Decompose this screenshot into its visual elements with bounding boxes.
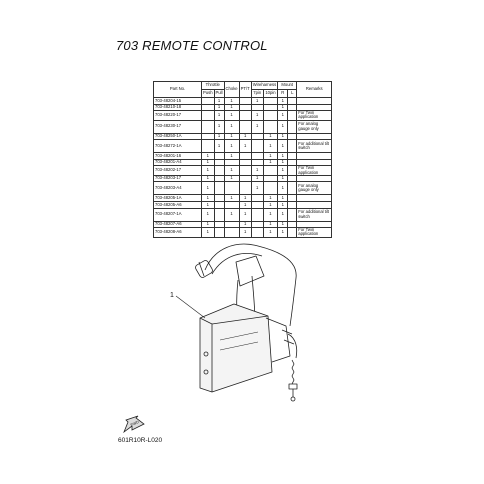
header-pull: Pull	[213, 89, 225, 98]
cell-pin7	[250, 139, 264, 154]
cell-ptt: 1	[238, 227, 252, 238]
cell-ptt	[238, 110, 252, 121]
cell-ptt	[238, 119, 252, 134]
cell-part: 703-48202-17	[153, 165, 202, 176]
cell-part: 703-48272-1A	[153, 139, 202, 154]
cell-remarks: For additional tilt switch	[296, 207, 333, 222]
cell-part: 703-48230-17	[153, 119, 202, 134]
cell-remarks: For Twin application	[296, 227, 333, 238]
cell-part: 703-48220-17	[153, 110, 202, 121]
forward-arrow-icon: FWD	[123, 415, 145, 434]
header-7pin: 7pin	[250, 89, 264, 98]
header-ptt: PT/T	[238, 81, 252, 98]
page-title: 703 REMOTE CONTROL	[116, 38, 268, 53]
header-mount-l: L	[287, 89, 298, 98]
header-remarks: Remarks	[296, 81, 333, 98]
cell-pin7: 1	[250, 119, 264, 134]
cell-remarks: For Twin application	[296, 110, 333, 121]
cell-ptt	[238, 165, 252, 176]
cell-remarks: For analog gauge only	[296, 181, 333, 196]
cell-part: 703-48203-A4	[153, 181, 202, 196]
cell-part: 703-48208-A6	[153, 227, 202, 238]
cell-remarks: For Twin application	[296, 165, 333, 176]
cell-push: 1	[201, 207, 215, 222]
cell-part: 703-48207-1A	[153, 207, 202, 222]
cell-choke	[223, 181, 240, 196]
cell-ptt: 1	[238, 139, 252, 154]
figure-code: 601R10R-L020	[118, 437, 163, 444]
cell-pin7: 1	[250, 110, 264, 121]
fwd-label: FWD	[130, 420, 140, 427]
cell-choke: 1	[223, 119, 240, 134]
cell-choke: 1	[223, 110, 240, 121]
cell-pin7: 1	[250, 181, 264, 196]
cell-pin7	[250, 227, 264, 238]
callout-number: 1	[170, 292, 174, 299]
parts-table: Part No. Throttle Choke PT/T Wireharness…	[153, 81, 333, 238]
header-part-no: Part No.	[153, 81, 202, 98]
cell-choke: 1	[223, 139, 240, 154]
cell-choke: 1	[223, 165, 240, 176]
cell-ptt: 1	[238, 207, 252, 222]
cell-pin7: 1	[250, 165, 264, 176]
cell-pin7	[250, 207, 264, 222]
cell-ptt	[238, 181, 252, 196]
cell-choke	[223, 227, 240, 238]
cell-remarks: For additional tilt switch	[296, 139, 333, 154]
header-choke: Choke	[223, 81, 240, 98]
cell-remarks: For analog gauge only	[296, 119, 333, 134]
cell-choke: 1	[223, 207, 240, 222]
